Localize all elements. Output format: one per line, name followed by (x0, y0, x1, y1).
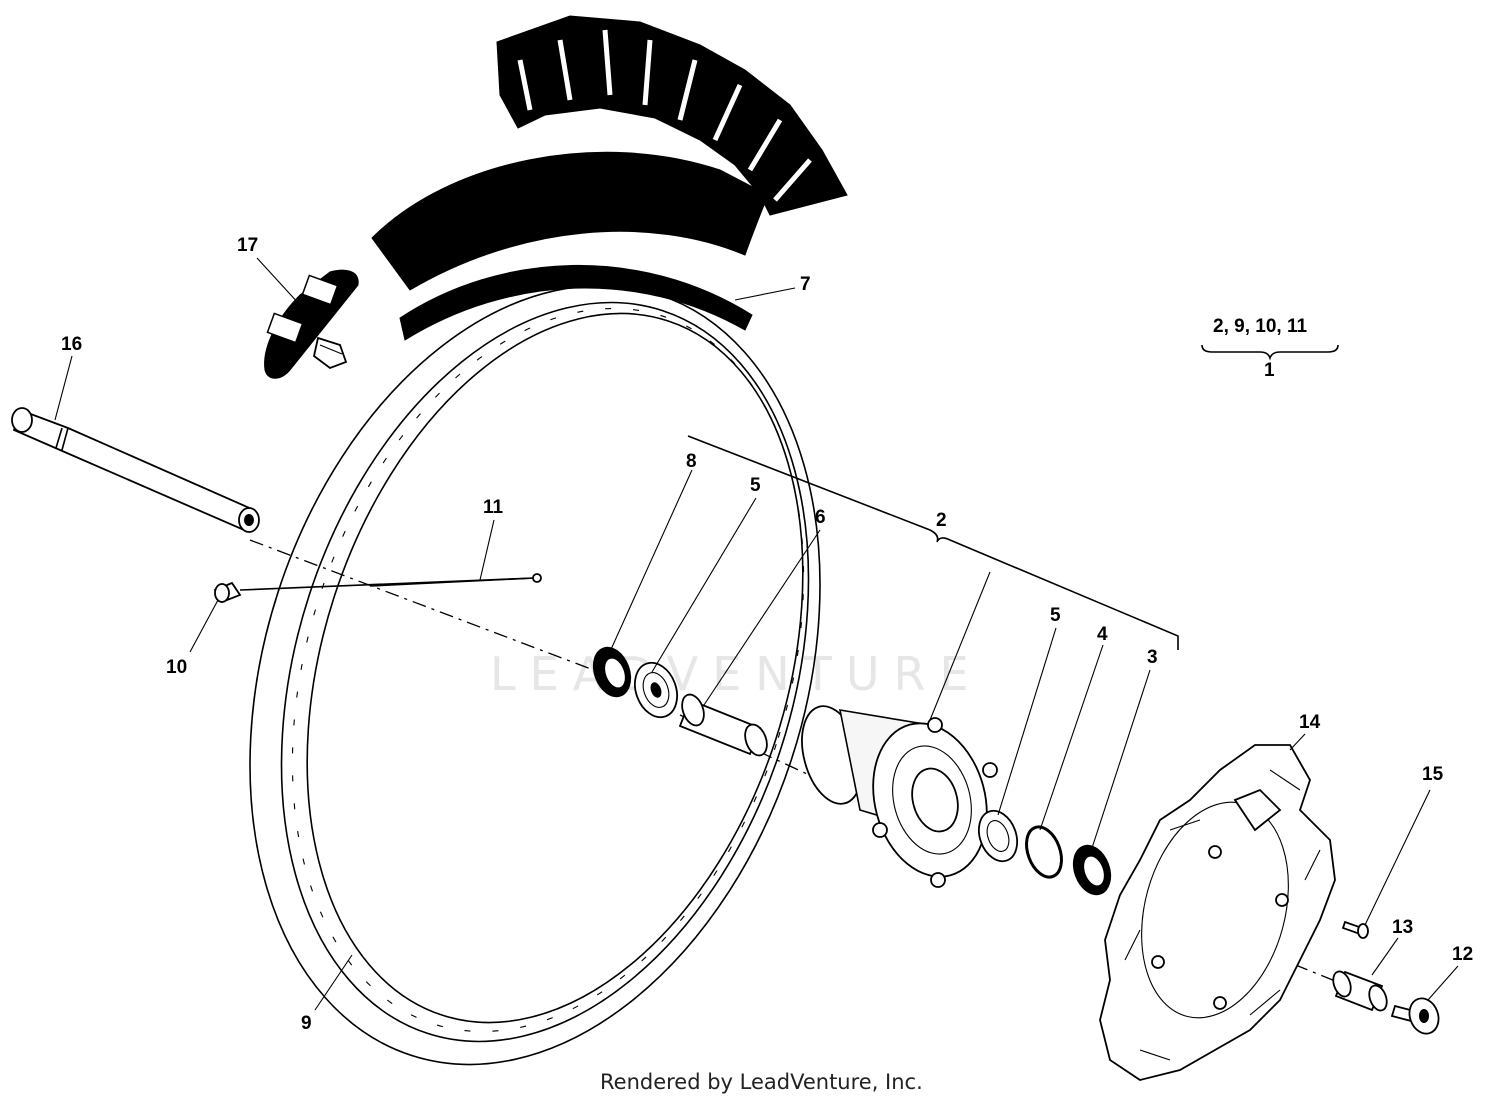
circlip[interactable] (1020, 822, 1068, 882)
group-note-members: 2, 9, 10, 11 (1213, 316, 1307, 337)
axle-bolt[interactable] (1390, 994, 1443, 1037)
callout-8[interactable]: 8 (686, 451, 697, 472)
rim-strip[interactable] (399, 265, 753, 341)
rim[interactable] (155, 211, 916, 1103)
group-bracket (687, 435, 1179, 650)
callout-7[interactable]: 7 (800, 274, 811, 295)
watermark: LEADVENTURE (490, 647, 983, 701)
callout-12[interactable]: 12 (1452, 944, 1473, 965)
callout-13[interactable]: 13 (1392, 917, 1413, 938)
callout-5-right[interactable]: 5 (1050, 605, 1061, 626)
callout-16[interactable]: 16 (61, 334, 82, 355)
callout-14[interactable]: 14 (1299, 712, 1321, 733)
callout-6[interactable]: 6 (815, 507, 826, 528)
callout-11[interactable]: 11 (483, 497, 504, 518)
spacer[interactable] (678, 692, 771, 759)
rim-lock[interactable] (264, 269, 359, 379)
callout-15[interactable]: 15 (1422, 764, 1444, 785)
bearing-right[interactable] (972, 805, 1024, 866)
brake-disc[interactable] (1099, 744, 1336, 1081)
callout-10[interactable]: 10 (166, 657, 187, 678)
callout-3[interactable]: 3 (1147, 647, 1158, 668)
bearing-left[interactable] (628, 657, 685, 723)
leader-lines (54, 257, 1459, 1011)
seal-right[interactable] (1066, 839, 1118, 900)
tire[interactable] (496, 15, 848, 216)
seal-left[interactable] (586, 641, 638, 702)
callout-5-left[interactable]: 5 (750, 475, 761, 496)
group-note-parent[interactable]: 1 (1264, 360, 1275, 381)
footer-credit: Rendered by LeadVenture, Inc. (600, 1070, 923, 1094)
callout-2[interactable]: 2 (936, 510, 947, 531)
spoke-nipple[interactable] (213, 581, 242, 604)
disc-spacer[interactable] (1330, 969, 1390, 1013)
callout-17[interactable]: 17 (237, 235, 258, 256)
callout-4[interactable]: 4 (1097, 624, 1108, 645)
spoke[interactable] (239, 573, 542, 591)
axle[interactable] (11, 407, 260, 533)
inner-tube[interactable] (371, 151, 769, 291)
group-note: 2, 9, 10, 11 1 (1201, 316, 1339, 381)
disc-bolt[interactable] (1341, 920, 1369, 939)
hub[interactable] (792, 699, 1003, 889)
callout-9[interactable]: 9 (301, 1013, 312, 1034)
